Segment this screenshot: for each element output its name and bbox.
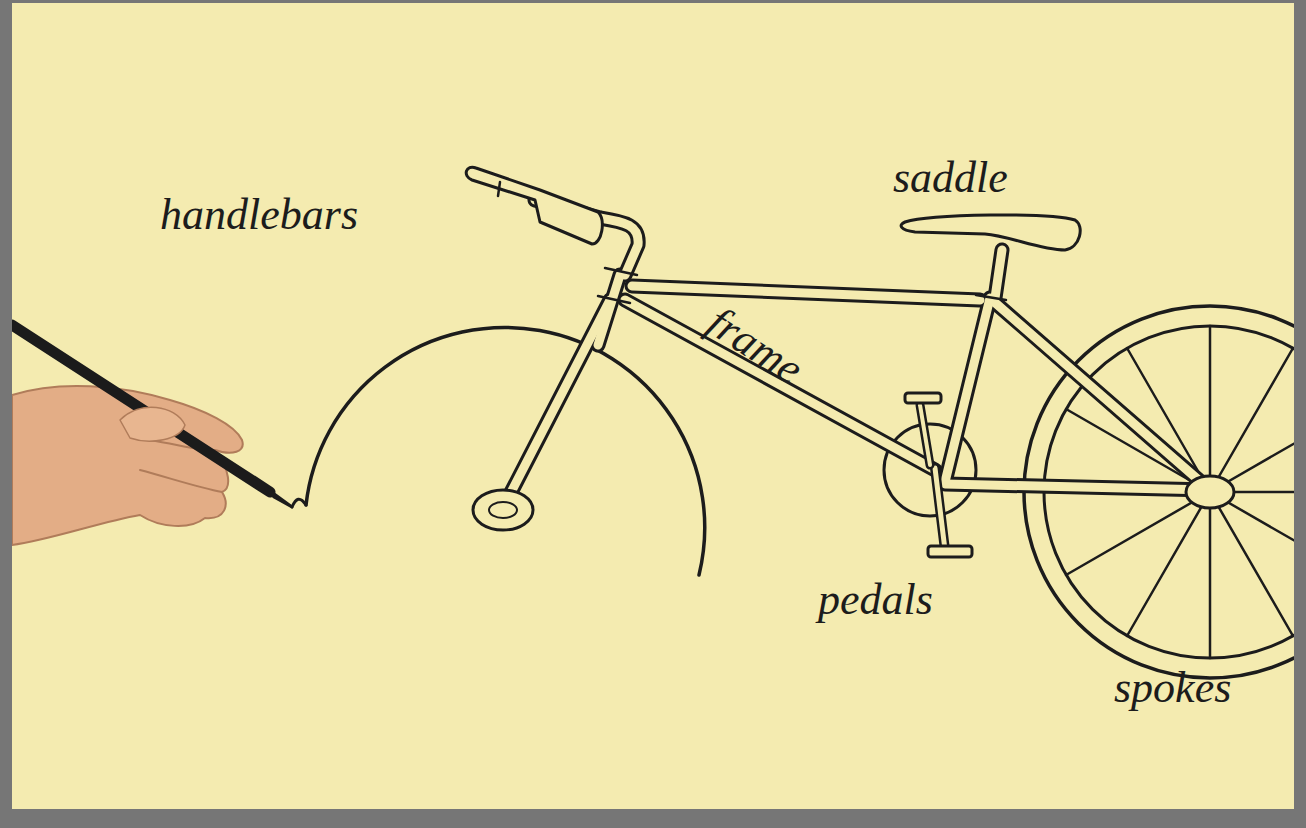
frame-outline	[503, 200, 1210, 508]
chainstay	[945, 484, 1210, 490]
down-tube	[625, 300, 935, 470]
paper-background	[12, 3, 1294, 809]
head-band	[605, 268, 637, 275]
part-label: saddle	[893, 156, 1008, 200]
fork	[503, 300, 610, 508]
lower-pedal	[928, 546, 972, 557]
top-tube	[632, 286, 980, 300]
handlebar-grip	[466, 167, 602, 244]
front-hub	[473, 490, 533, 530]
seat-clamp	[976, 295, 1006, 300]
part-label: spokes	[1114, 666, 1231, 710]
spoke	[1066, 492, 1210, 575]
spoke	[1209, 326, 1212, 492]
crank-arm-fill	[935, 468, 945, 550]
seat-stay	[992, 300, 1210, 490]
front-wheel-arc	[306, 327, 705, 575]
upper-crank	[920, 405, 930, 465]
drawing-hand	[12, 386, 243, 545]
finger-line	[140, 470, 222, 492]
frame-fill	[503, 200, 1210, 508]
head-band	[598, 296, 630, 303]
pencil-stroke-start	[292, 499, 306, 507]
seat-post	[995, 250, 1002, 298]
front-hub-inner	[489, 502, 517, 518]
upper-crank-fill	[920, 405, 930, 465]
part-label: handlebars	[160, 193, 358, 237]
spoke	[1210, 492, 1293, 636]
saddle-shape	[901, 215, 1080, 250]
seat-stay	[992, 300, 1210, 490]
thumb	[120, 407, 185, 441]
upper-pedal	[905, 393, 941, 403]
head-tube	[598, 275, 620, 345]
chainstay	[945, 484, 1210, 490]
seat-post	[995, 250, 1002, 298]
spoke	[1209, 492, 1212, 658]
seat-tube	[945, 298, 990, 482]
part-label: frame	[700, 300, 810, 393]
spoke	[1127, 492, 1210, 636]
down-tube	[625, 300, 935, 470]
frame-bands	[598, 268, 1006, 303]
rear-hub	[1186, 476, 1234, 508]
part-label: pedals	[818, 578, 933, 622]
top-tube	[632, 286, 980, 300]
grip-ring	[498, 182, 500, 196]
crank-arm	[935, 468, 945, 550]
pencil-tip	[266, 488, 292, 507]
fork	[503, 300, 610, 508]
seat-tube	[945, 298, 990, 482]
spoke	[1210, 348, 1293, 492]
pencil-body	[12, 325, 270, 492]
